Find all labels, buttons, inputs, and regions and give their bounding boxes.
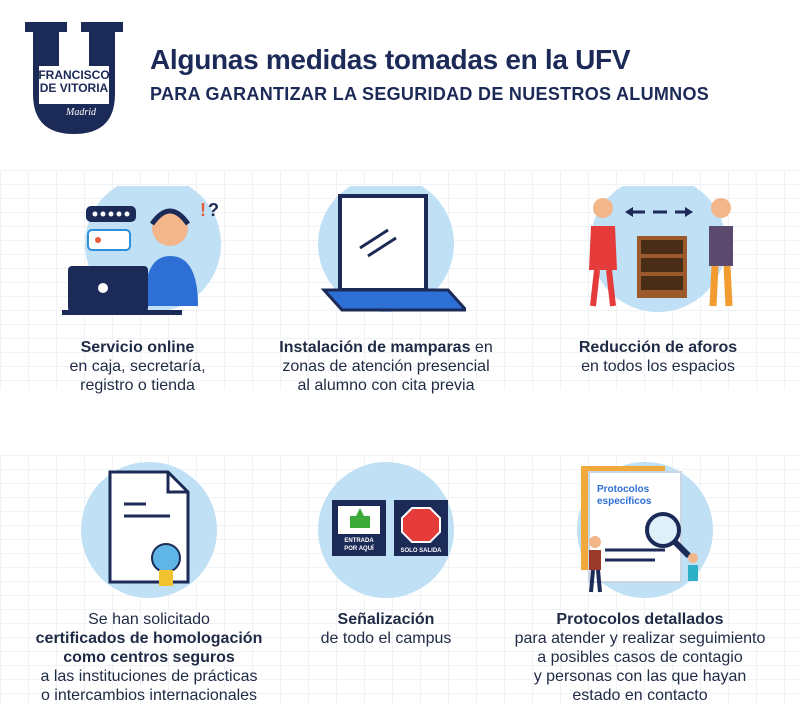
protocolos-line4: y personas con las que hayan — [533, 668, 747, 685]
signage-icon: ENTRADA POR AQUÍ SOLO SALIDA — [318, 462, 454, 598]
certificados-line4: a las instituciones de prácticas — [40, 668, 258, 685]
sign2-label: SOLO SALIDA — [400, 548, 442, 554]
protocol-magnifier-icon: Protocolos específicos — [577, 462, 713, 598]
certificados-bold2: como centros seguros — [63, 649, 235, 666]
mamparas-tail: en — [470, 339, 493, 356]
card-servicio-online: ! ? Servicio online en caja, secretaría,… — [40, 186, 235, 395]
mamparas-title: Instalación de mamparas — [279, 339, 471, 356]
senalizacion-line2: de todo el campus — [320, 630, 452, 647]
doc-label1: Protocolos — [597, 484, 650, 495]
mamparas-line2: zonas de atención presencial — [282, 358, 490, 375]
certificados-line1: Se han solicitado — [88, 611, 210, 628]
stop-hand-icon — [401, 507, 441, 543]
card-protocolos: Protocolos específicos Protocolos detall… — [490, 462, 790, 705]
logo-line2: DE VITORIA — [40, 81, 109, 95]
card-certificados: Se han solicitado certificados de homolo… — [24, 462, 274, 705]
mamparas-line1: Instalación de mamparas en — [268, 338, 504, 357]
svg-text:!: ! — [200, 200, 206, 220]
protocolos-line3: a posibles casos de contagio — [537, 649, 743, 666]
protocolos-line5: estado en contacto — [572, 687, 708, 704]
card-mamparas: Instalación de mamparas en zonas de aten… — [268, 186, 504, 395]
protocolos-title: Protocolos detallados — [556, 611, 724, 628]
svg-text:POR AQUÍ: POR AQUÍ — [344, 544, 374, 552]
aforos-title: Reducción de aforos — [578, 339, 738, 356]
svg-text:ENTRADA: ENTRADA — [344, 538, 374, 544]
aforos-line2: en todos los espacios — [581, 358, 735, 375]
senalizacion-title: Señalización — [337, 611, 435, 628]
header: FRANCISCO DE VITORIA Madrid Algunas medi… — [0, 0, 801, 150]
certificados-line5: o intercambios internacionales — [40, 687, 258, 704]
glass-screen-icon — [318, 186, 466, 312]
certificate-document-icon — [81, 462, 217, 598]
online-title: Servicio online — [80, 339, 195, 356]
online-line2: en caja, secretaría, — [69, 358, 206, 375]
svg-text:?: ? — [208, 200, 219, 220]
page-title: Algunas medidas tomadas en la UFV — [150, 44, 631, 75]
mamparas-line3: al alumno con cita previa — [297, 377, 475, 394]
card-senalizacion: ENTRADA POR AQUÍ SOLO SALIDA Señalizació… — [300, 462, 472, 648]
card-aforos: Reducción de aforos en todos los espacio… — [560, 186, 756, 376]
ufv-logo: FRANCISCO DE VITORIA Madrid — [25, 22, 123, 134]
social-distance-icon — [589, 186, 733, 312]
thumbs-up-icon — [350, 508, 370, 528]
logo-line1: FRANCISCO — [38, 68, 109, 82]
protocolos-line2: para atender y realizar seguimiento — [514, 630, 766, 647]
online-line3: registro o tienda — [80, 377, 195, 394]
logo-line3: Madrid — [65, 107, 97, 118]
certificados-bold1: certificados de homologación — [35, 630, 263, 647]
customer-support-icon: ! ? — [61, 186, 221, 315]
doc-label2: específicos — [597, 496, 652, 507]
page-subtitle: PARA GARANTIZAR LA SEGURIDAD DE NUESTROS… — [150, 84, 710, 104]
